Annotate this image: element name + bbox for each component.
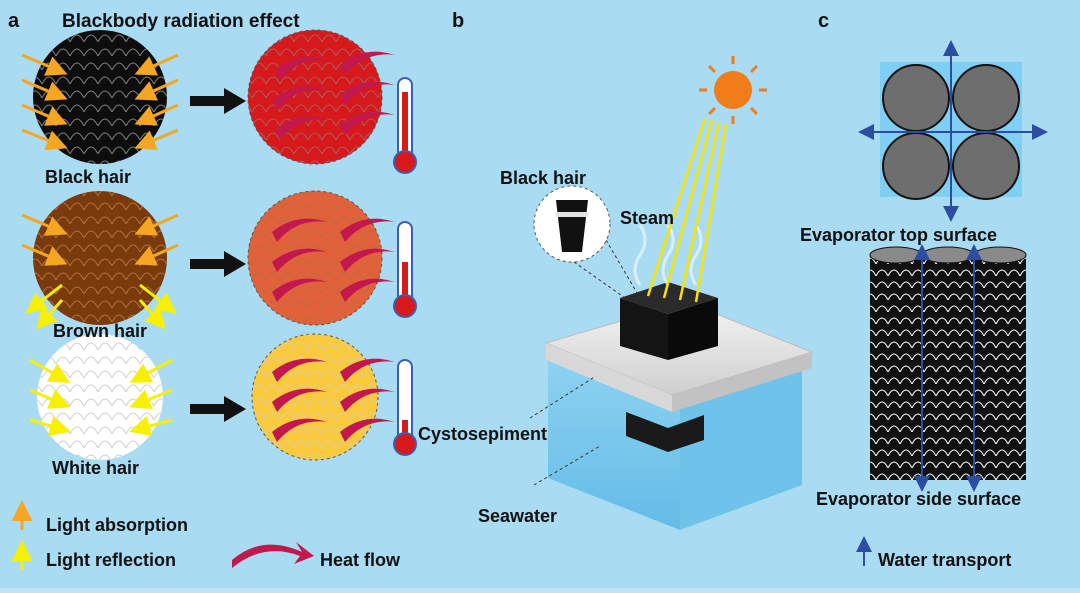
- heat-flow-icon: [232, 542, 314, 568]
- panel-a-title: Blackbody radiation effect: [62, 11, 300, 32]
- panel-c: [856, 40, 1048, 566]
- side-surface-columns: [869, 246, 1027, 480]
- water-transport-label: Water transport: [878, 550, 1011, 570]
- reflection-arrows-brown: [25, 283, 177, 330]
- row-black-hair: [21, 29, 417, 174]
- thermometer-high-icon: [393, 77, 417, 174]
- panel-c-letter: c: [818, 10, 829, 32]
- black-hair-magnifier: [533, 185, 641, 301]
- absorption-arrows-brown: [21, 213, 179, 266]
- heat-arrows-3: [272, 358, 395, 442]
- thermometer-low-icon: [393, 359, 417, 456]
- row-2-label: Brown hair: [53, 321, 147, 341]
- cystosepiment-label: Cystosepiment: [418, 424, 547, 444]
- row-1-label: Black hair: [45, 167, 131, 187]
- legend-heat-flow-label: Heat flow: [320, 550, 401, 570]
- row-white-hair: [29, 333, 417, 461]
- process-arrow-3: [190, 396, 246, 422]
- steam-icon: [633, 224, 703, 286]
- panel-a: [11, 29, 417, 570]
- label-leaders: [529, 375, 601, 486]
- column-2: [921, 246, 975, 480]
- reflection-arrows-white: [29, 358, 173, 437]
- column-3: [973, 246, 1027, 480]
- top-transport-arrows: [858, 40, 1048, 222]
- heat-arrows-2: [272, 218, 395, 302]
- thermometer-medium-icon: [393, 221, 417, 318]
- column-1: [869, 246, 923, 480]
- process-arrow-2: [190, 251, 246, 277]
- steam-label: Steam: [620, 208, 674, 228]
- top-surface-label: Evaporator top surface: [800, 225, 997, 245]
- side-transport-arrows: [914, 244, 982, 492]
- legend-icons: [11, 500, 314, 570]
- panel-b-letter: b: [452, 10, 464, 32]
- heat-arrows-1: [272, 51, 395, 140]
- sunlight-rays: [646, 117, 728, 303]
- seawater-label: Seawater: [478, 506, 557, 526]
- panel-b: [529, 56, 814, 530]
- side-surface-label: Evaporator side surface: [816, 489, 1021, 509]
- text-layer: a Blackbody radiation effect Black hair …: [8, 10, 1021, 570]
- absorption-arrows-black: [21, 53, 179, 151]
- evaporator-cube: [620, 282, 718, 360]
- row-brown-hair: [21, 190, 417, 330]
- legend-reflection-label: Light reflection: [46, 550, 176, 570]
- legend-absorption-label: Light absorption: [46, 515, 188, 535]
- process-arrow-1: [190, 88, 246, 114]
- sun-icon: [699, 56, 767, 124]
- panel-a-letter: a: [8, 10, 20, 32]
- row-3-label: White hair: [52, 458, 139, 478]
- black-hair-label: Black hair: [500, 168, 586, 188]
